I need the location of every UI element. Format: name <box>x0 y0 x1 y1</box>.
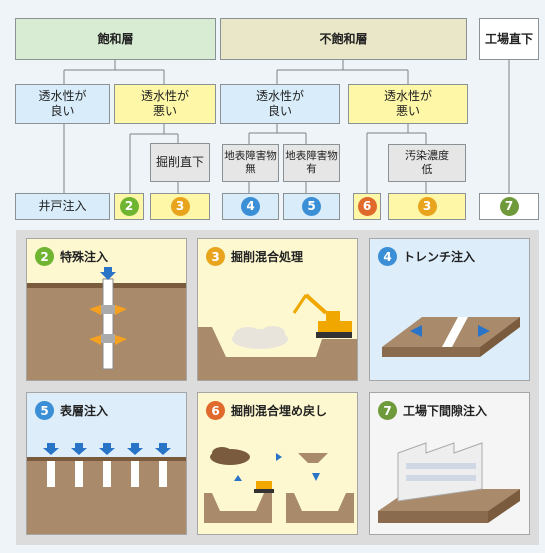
special-injection-illustration <box>27 267 186 380</box>
permeability-bad-label: 透水性が 悪い <box>383 89 432 118</box>
panel-title: 6 掘削混合埋め戻し <box>206 401 327 420</box>
panel-title: 7 工場下間隙注入 <box>378 401 487 420</box>
has-obstacle-label: 地表障害物 有 <box>285 149 338 175</box>
trench-injection-illustration <box>382 317 520 357</box>
methods-panel-area: 2 特殊注入 3 掘削混合処理 4 トレンチ注入 <box>16 230 539 545</box>
number-badge-3: 3 <box>417 197 437 216</box>
method-title: トレンチ注入 <box>403 250 476 264</box>
panel-surface-injection: 5 表層注入 <box>26 392 187 535</box>
excavation-mixing-illustration <box>198 293 357 380</box>
panel-special-injection: 2 特殊注入 <box>26 238 187 381</box>
method-title: 掘削混合埋め戻し <box>231 404 328 418</box>
number-badge-7: 7 <box>378 401 397 420</box>
unsaturated-layer-label: 不飽和層 <box>319 31 368 46</box>
panel-excavation-mixing: 3 掘削混合処理 <box>197 238 358 381</box>
panel-title: 5 表層注入 <box>35 401 108 420</box>
panel-title: 3 掘削混合処理 <box>206 247 303 266</box>
saturated-layer-box: 飽和層 <box>15 18 216 60</box>
saturated-permeable-bad-box: 透水性が 悪い <box>114 84 216 124</box>
excavation-backfill-illustration <box>204 447 354 523</box>
panel-title: 4 トレンチ注入 <box>378 247 475 266</box>
unsaturated-permeable-good-box: 透水性が 良い <box>220 84 340 124</box>
panel-trench-injection: 4 トレンチ注入 <box>369 238 530 381</box>
low-concentration-box: 汚染濃度 低 <box>388 144 466 182</box>
number-badge-5: 5 <box>302 197 321 216</box>
permeability-bad-label: 透水性が 悪い <box>140 89 189 118</box>
tree-connectors <box>63 60 510 193</box>
factory-injection-illustration <box>378 442 520 523</box>
method-title: 掘削混合処理 <box>231 250 304 264</box>
number-badge-2: 2 <box>119 197 139 216</box>
number-badge-6: 6 <box>357 197 377 216</box>
leaf-box-5: 5 <box>283 193 340 220</box>
leaf-box-6: 6 <box>353 193 381 220</box>
permeability-good-label: 透水性が 良い <box>38 89 87 118</box>
no-obstacle-box: 地表障害物 無 <box>222 144 279 182</box>
leaf-box-3: 3 <box>150 193 210 220</box>
panel-excavation-backfill: 6 掘削混合埋め戻し <box>197 392 358 535</box>
excavate-direct-box: 掘削直下 <box>150 143 210 182</box>
saturated-permeable-good-box: 透水性が 良い <box>15 84 110 124</box>
has-obstacle-box: 地表障害物 有 <box>283 144 340 182</box>
factory-direct-box: 工場直下 <box>479 18 539 60</box>
number-badge-2: 2 <box>35 247 54 266</box>
leaf-box-7: 7 <box>479 193 539 220</box>
no-obstacle-label: 地表障害物 無 <box>224 149 277 175</box>
panel-factory-injection: 7 工場下間隙注入 <box>369 392 530 535</box>
panel-title: 2 特殊注入 <box>35 247 108 266</box>
surface-injection-illustration <box>27 443 186 534</box>
permeability-good-label: 透水性が 良い <box>255 89 304 118</box>
unsaturated-layer-box: 不飽和層 <box>220 18 467 60</box>
number-badge-6: 6 <box>206 401 225 420</box>
well-injection-box: 井戸注入 <box>15 193 110 220</box>
method-title: 表層注入 <box>60 404 109 418</box>
number-badge-3: 3 <box>206 247 225 266</box>
unsaturated-permeable-bad-box: 透水性が 悪い <box>348 84 468 124</box>
low-concentration-label: 汚染濃度 低 <box>405 149 449 176</box>
number-badge-4: 4 <box>378 247 397 266</box>
leaf-box-4: 4 <box>222 193 279 220</box>
method-title: 特殊注入 <box>60 250 109 264</box>
saturated-layer-label: 飽和層 <box>97 31 134 46</box>
factory-direct-label: 工場直下 <box>484 31 533 46</box>
number-badge-4: 4 <box>241 197 260 216</box>
number-badge-7: 7 <box>499 197 519 216</box>
leaf-box-2: 2 <box>114 193 144 220</box>
number-badge-3: 3 <box>170 197 190 216</box>
well-injection-label: 井戸注入 <box>38 199 87 213</box>
leaf-box-3b: 3 <box>388 193 466 220</box>
excavate-direct-label: 掘削直下 <box>155 155 204 169</box>
method-title: 工場下間隙注入 <box>403 404 488 418</box>
number-badge-5: 5 <box>35 401 54 420</box>
